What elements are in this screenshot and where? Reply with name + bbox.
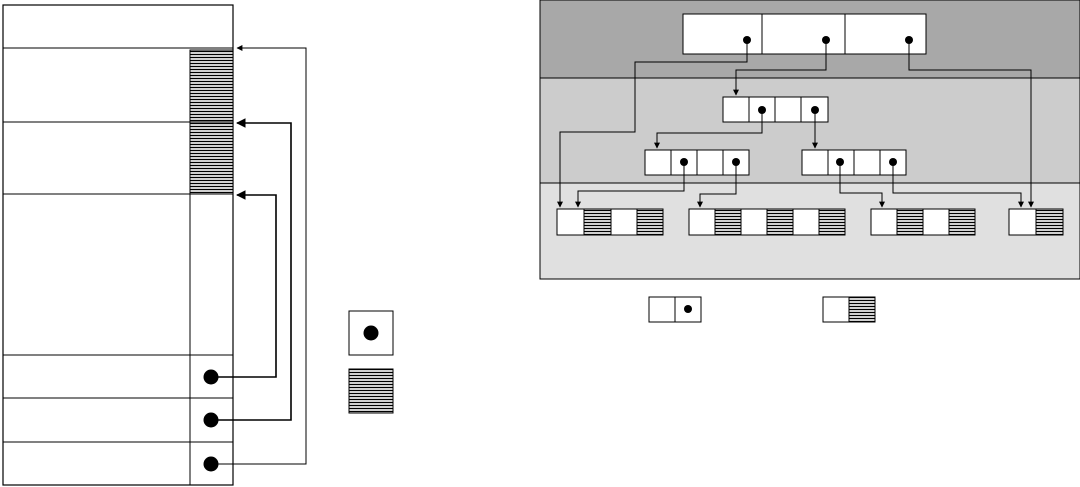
pointer-dot-3: [204, 457, 219, 472]
internal-node-2: [645, 150, 749, 175]
pointer-dot-2: [204, 413, 219, 428]
leaf-node-3: [871, 209, 975, 235]
tree-legend-pointer-cell: [649, 297, 701, 322]
leaf-node-1: [557, 209, 663, 235]
legend-hatch-icon: [349, 369, 393, 413]
internal-node-1: [723, 97, 828, 122]
internal-node-3: [802, 150, 906, 175]
leaf-node-2: [689, 209, 845, 235]
tree-diagram: [540, 0, 1080, 279]
slotted-page: [3, 5, 306, 485]
hatched-record-2: [190, 122, 233, 194]
pointer-dot-1: [204, 370, 219, 385]
legend: [349, 311, 393, 413]
tree-legend-hatch-cell: [823, 297, 875, 322]
tree-legend: [649, 297, 875, 322]
root-node: [683, 14, 926, 54]
hatched-record-1: [190, 50, 233, 122]
leaf-node-4: [1009, 209, 1063, 235]
